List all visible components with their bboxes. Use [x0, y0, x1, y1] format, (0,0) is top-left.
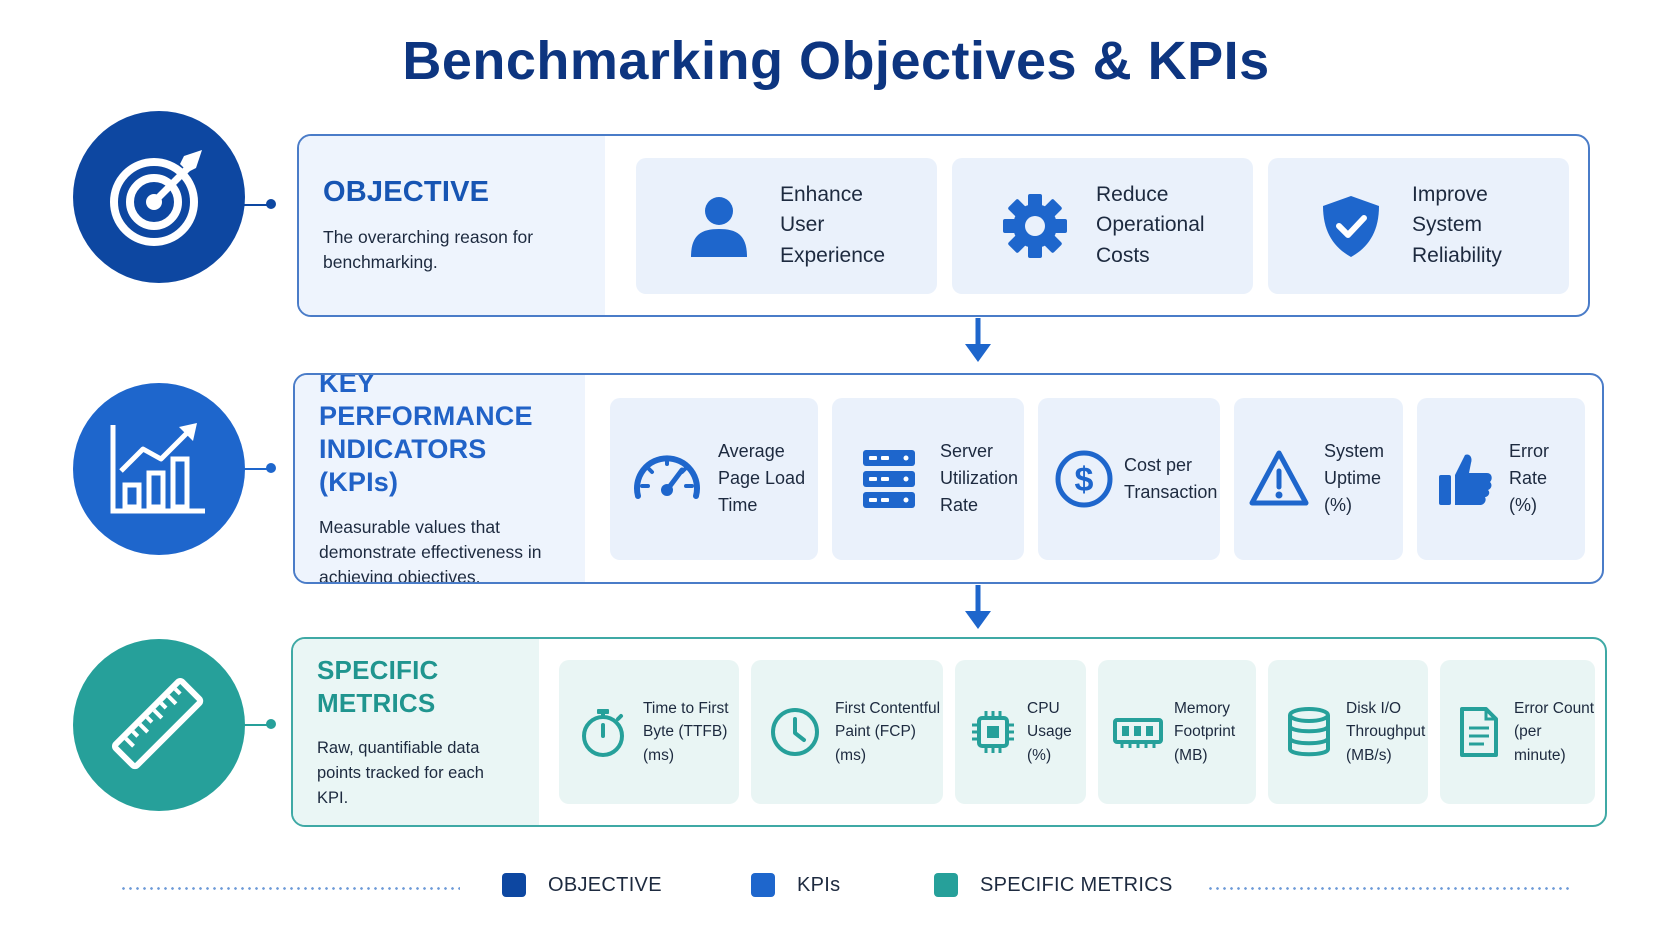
- legend-swatch: [751, 873, 775, 897]
- legend-divider-right: [1207, 887, 1571, 890]
- memory-icon: [1112, 706, 1164, 758]
- objective-connector-dot: [266, 199, 276, 209]
- legend-label: SPECIFIC METRICS: [980, 873, 1173, 896]
- thumbs-up-icon: [1435, 444, 1495, 514]
- objective-header: OBJECTIVE The overarching reason for ben…: [299, 136, 605, 315]
- legend-item-objective: OBJECTIVE: [502, 873, 662, 897]
- metrics-description: Raw, quantifiable data points tracked fo…: [317, 738, 484, 807]
- legend-item-specific-metrics: SPECIFIC METRICS: [934, 873, 1173, 897]
- target-icon: [73, 111, 245, 283]
- objective-panel: OBJECTIVE The overarching reason for ben…: [297, 134, 1590, 317]
- card-label: Cost per Transaction: [1124, 454, 1218, 502]
- objective-description: The overarching reason for benchmarking.: [323, 227, 534, 272]
- legend-divider-left: [120, 887, 460, 890]
- kpi-connector: [240, 468, 272, 470]
- kpi-card: System Uptime (%): [1234, 397, 1403, 560]
- objective-heading: OBJECTIVE: [323, 176, 490, 208]
- database-icon: [1286, 706, 1332, 758]
- metrics-connector: [240, 724, 272, 726]
- legend: OBJECTIVE KPIs SPECIFIC METRICS: [0, 873, 1672, 903]
- server-icon: [854, 444, 924, 514]
- document-icon: [1458, 706, 1500, 758]
- metrics-panel: SPECIFIC METRICS Raw, quantifiable data …: [291, 637, 1607, 827]
- metric-card: Disk I/O Throughput (MB/s): [1268, 660, 1428, 804]
- card-label: Memory Footprint (MB): [1174, 699, 1236, 764]
- metrics-cards: Time to First Byte (TTFB) (ms) First Con…: [559, 639, 1595, 825]
- stopwatch-icon: [577, 706, 629, 758]
- card-label: Enhance User Experience: [780, 182, 886, 267]
- arrow-down-icon: [965, 318, 991, 362]
- kpi-heading: KEY PERFORMANCE INDICATORS (KPIs): [319, 373, 533, 497]
- kpi-header: KEY PERFORMANCE INDICATORS (KPIs) Measur…: [295, 375, 585, 582]
- card-label: Error Count (per minute): [1514, 699, 1595, 764]
- legend-label: KPIs: [797, 873, 841, 896]
- legend-swatch: [502, 873, 526, 897]
- growth-chart-icon: [73, 383, 245, 555]
- clock-icon: [769, 706, 821, 758]
- user-icon: [686, 193, 752, 259]
- metric-card: Error Count (per minute): [1440, 660, 1595, 804]
- kpi-card: Error Rate (%): [1417, 397, 1585, 560]
- card-label: Average Page Load Time: [718, 441, 806, 515]
- objective-card: Reduce Operational Costs: [952, 157, 1253, 294]
- kpi-card: Average Page Load Time: [610, 397, 818, 560]
- legend-swatch: [934, 873, 958, 897]
- warning-icon: [1248, 444, 1310, 514]
- kpi-card: Server Utilization Rate: [832, 397, 1024, 560]
- kpi-cards: Average Page Load Time Server Utilizatio…: [610, 375, 1585, 582]
- shield-check-icon: [1318, 193, 1384, 259]
- svg-text:$: $: [1075, 461, 1094, 499]
- card-label: Reduce Operational Costs: [1096, 182, 1205, 267]
- objective-card: Improve System Reliability: [1268, 157, 1569, 294]
- card-label: Improve System Reliability: [1412, 182, 1502, 267]
- metric-card: CPU Usage (%): [955, 660, 1086, 804]
- arrow-down-icon: [965, 585, 991, 629]
- cpu-icon: [969, 706, 1017, 758]
- metrics-connector-dot: [266, 719, 276, 729]
- metric-card: Time to First Byte (TTFB) (ms): [559, 660, 739, 804]
- card-label: Time to First Byte (TTFB) (ms): [643, 699, 729, 764]
- card-label: Error Rate (%): [1509, 441, 1549, 515]
- kpi-description: Measurable values that demonstrate effec…: [319, 517, 542, 584]
- card-label: First Contentful Paint (FCP) (ms): [835, 699, 941, 764]
- kpi-panel: KEY PERFORMANCE INDICATORS (KPIs) Measur…: [293, 373, 1604, 584]
- metric-card: Memory Footprint (MB): [1098, 660, 1256, 804]
- metrics-heading: SPECIFIC METRICS: [317, 654, 439, 718]
- gear-icon: [1002, 193, 1068, 259]
- card-label: System Uptime (%): [1324, 441, 1385, 515]
- kpi-connector-dot: [266, 463, 276, 473]
- speedometer-icon: [632, 444, 702, 514]
- ruler-icon: [73, 639, 245, 811]
- card-label: CPU Usage (%): [1027, 699, 1072, 764]
- card-label: Disk I/O Throughput (MB/s): [1346, 699, 1426, 764]
- objective-cards: Enhance User Experience: [636, 136, 1569, 315]
- metric-card: First Contentful Paint (FCP) (ms): [751, 660, 943, 804]
- legend-label: OBJECTIVE: [548, 873, 662, 896]
- card-label: Server Utilization Rate: [940, 441, 1019, 515]
- metrics-header: SPECIFIC METRICS Raw, quantifiable data …: [293, 639, 539, 825]
- objective-card: Enhance User Experience: [636, 157, 937, 294]
- kpi-card: $ Cost per Transaction: [1038, 397, 1220, 560]
- dollar-icon: $: [1054, 444, 1114, 514]
- objective-connector: [240, 204, 272, 206]
- page-title: Benchmarking Objectives & KPIs: [402, 31, 1270, 91]
- legend-item-kpis: KPIs: [751, 873, 840, 897]
